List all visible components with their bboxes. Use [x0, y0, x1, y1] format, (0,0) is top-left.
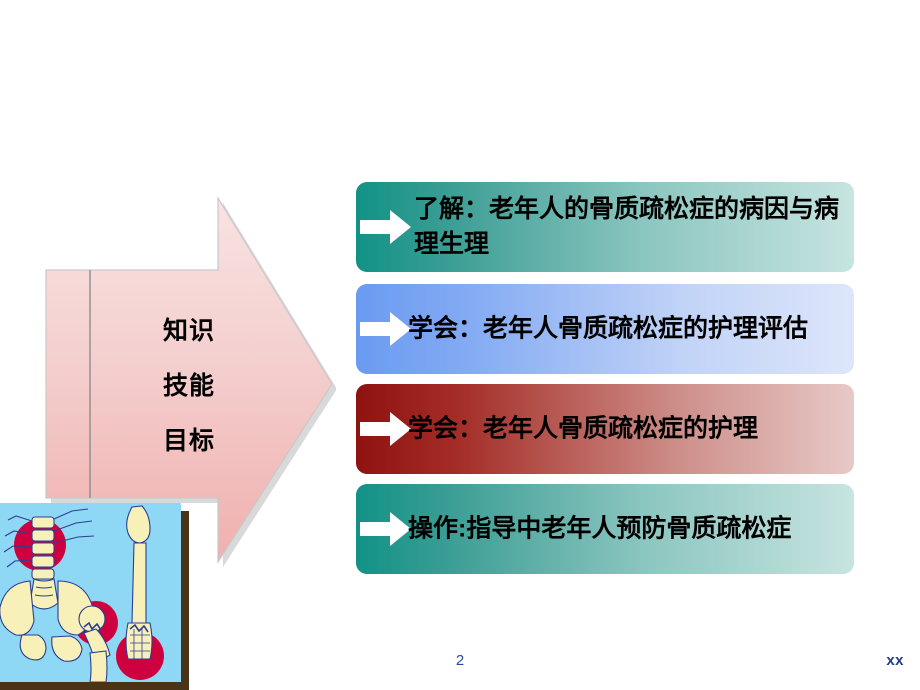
- right-arrow-icon: [360, 208, 412, 246]
- objective-bar-4-text: 操作:指导中老年人预防骨质疏松症: [408, 514, 792, 543]
- right-arrow-icon: [360, 310, 412, 348]
- objective-bar-3-text: 学会：老年人骨质疏松症的护理: [408, 414, 759, 443]
- objective-bar-2[interactable]: 学会：老年人骨质疏松症的护理评估: [356, 284, 854, 374]
- goal-arrow-line-skill: 技能: [162, 372, 215, 400]
- goal-arrow-line-knowledge: 知识: [162, 317, 215, 345]
- illustration-image: [0, 503, 181, 682]
- osteoporosis-skeleton-illustration: [0, 503, 189, 690]
- objective-bar-1[interactable]: 了解：老年人的骨质疏松症的病因与病理生理: [356, 182, 854, 272]
- objective-bar-4[interactable]: 操作:指导中老年人预防骨质疏松症: [356, 484, 854, 574]
- objective-bar-3[interactable]: 学会：老年人骨质疏松症的护理: [356, 384, 854, 474]
- goal-arrow-body: [45, 196, 333, 565]
- right-arrow-icon: [360, 410, 412, 448]
- objective-bar-1-text: 了解：老年人的骨质疏松症的病因与病理生理: [414, 195, 840, 258]
- corner-mark: xx: [886, 652, 904, 669]
- knowledge-skill-goal-arrow: 知识 技能 目标: [44, 196, 336, 568]
- right-arrow-icon: [360, 510, 412, 548]
- goal-arrow-shape: [45, 196, 336, 567]
- goal-arrow-line-goal: 目标: [162, 427, 215, 455]
- page-number: 2: [455, 652, 465, 669]
- goal-arrow-label-stack: 知识 技能 目标: [94, 304, 284, 469]
- objective-bar-2-text: 学会：老年人骨质疏松症的护理评估: [408, 314, 809, 343]
